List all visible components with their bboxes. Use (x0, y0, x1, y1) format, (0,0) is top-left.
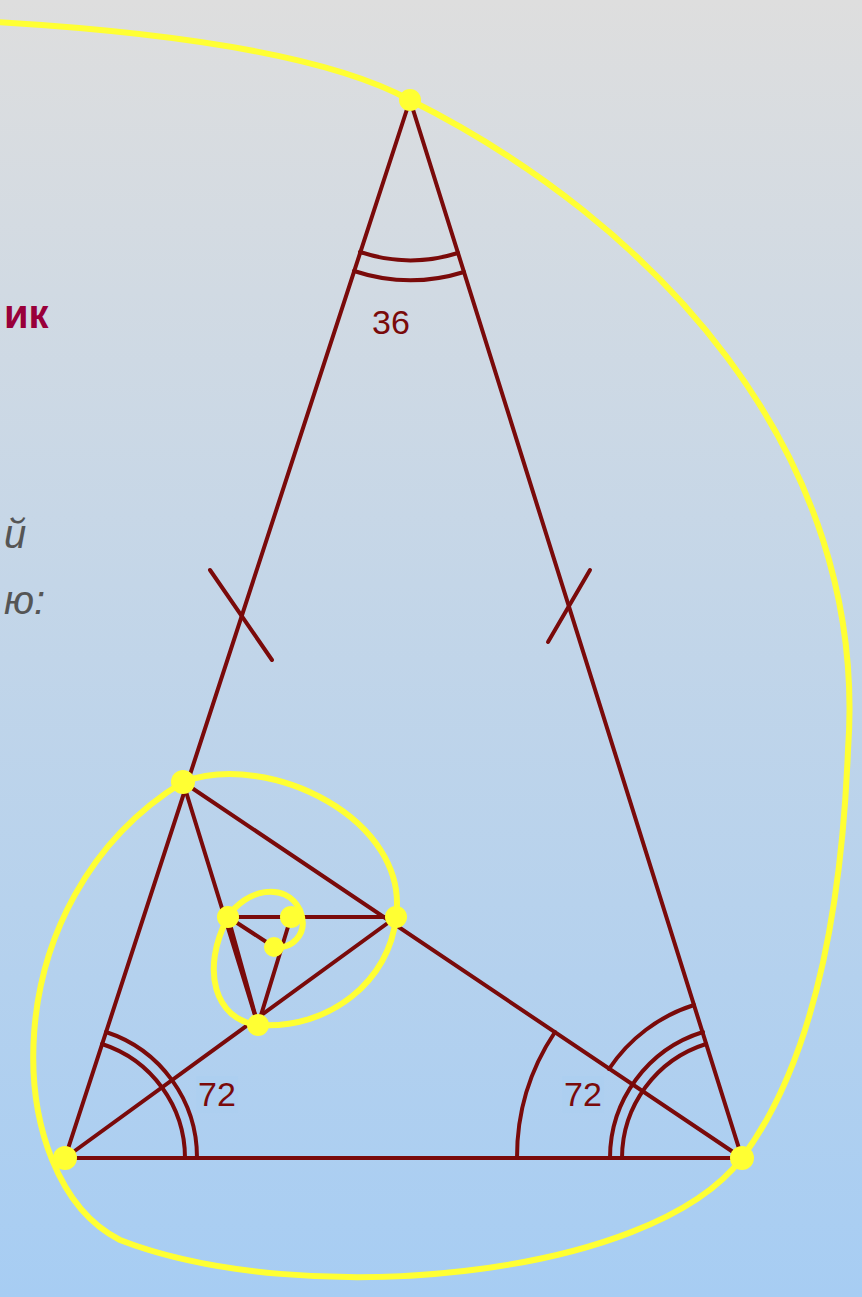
bisector-line (183, 782, 742, 1158)
inner-line (258, 917, 291, 1025)
angle-arc (360, 252, 458, 260)
angle-arc (354, 271, 464, 280)
tick-mark (210, 570, 272, 660)
angle-label: 72 (196, 1076, 238, 1113)
angle-arc (622, 1044, 706, 1158)
point (247, 1014, 269, 1036)
point (217, 906, 239, 928)
angle-label: 72 (562, 1076, 604, 1113)
golden-spiral (0, 22, 850, 1277)
point (385, 906, 407, 928)
tick-mark (548, 570, 590, 642)
angle-arc (609, 1005, 694, 1069)
point (264, 937, 284, 957)
point (399, 89, 421, 111)
point (171, 770, 195, 794)
bisector-line (65, 917, 396, 1158)
inner-line (228, 915, 396, 919)
point (53, 1146, 77, 1170)
point (280, 906, 302, 928)
heading-fragment: ик (4, 292, 49, 336)
text-fragment: ю: (4, 578, 45, 622)
angle-arc (106, 1032, 197, 1158)
angle-arc (102, 1044, 185, 1158)
spiral-points (53, 89, 754, 1170)
angle-arc (517, 1032, 555, 1158)
point (730, 1146, 754, 1170)
text-fragment: й (4, 512, 26, 556)
inner-line (183, 782, 258, 1025)
angle-label: 36 (372, 304, 410, 341)
